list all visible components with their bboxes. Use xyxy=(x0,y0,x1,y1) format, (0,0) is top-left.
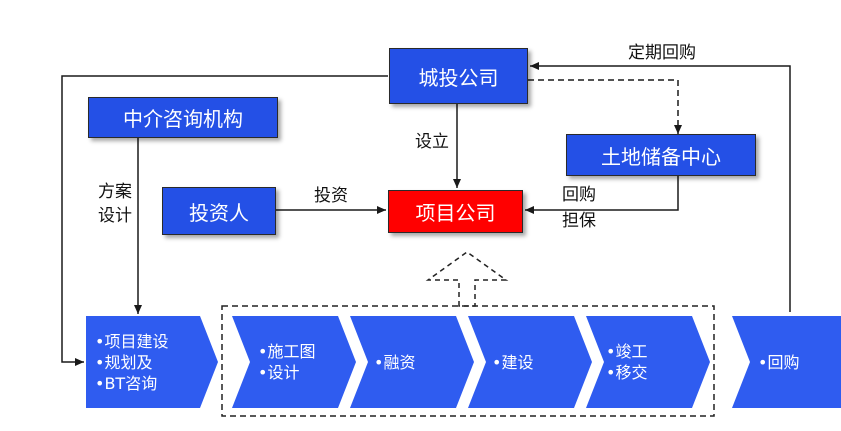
stage-3-text: •融资 xyxy=(374,316,415,408)
stage-2-text: •施工图 •设计 xyxy=(258,316,315,408)
stage-5-text: •竣工 •移交 xyxy=(606,316,647,408)
stage-6-line-1: •回购 xyxy=(758,352,800,372)
stage-6-text: •回购 xyxy=(758,316,799,408)
stage-5-line-1: •竣工 xyxy=(606,342,648,361)
hollow-up-arrow xyxy=(425,251,509,307)
node-land-reserve: 土地储备中心 xyxy=(566,134,756,176)
label-design: 设计 xyxy=(98,206,132,226)
stage-2-line-1: •施工图 xyxy=(258,342,316,361)
label-invest: 投资 xyxy=(314,186,348,206)
node-investor: 投资人 xyxy=(162,187,276,235)
label-scheme: 方案 xyxy=(98,182,132,202)
arrow-buyback-guarantee xyxy=(525,176,679,214)
stage-4-line-1: •建设 xyxy=(492,352,534,372)
stage-4-text: •建设 xyxy=(492,316,533,408)
stage-chevron-6 xyxy=(732,316,841,408)
stage-1-line-2: •规划及 xyxy=(95,352,153,372)
stage-1-line-3: •BT咨询 xyxy=(95,373,158,393)
stage-2-line-2: •设计 xyxy=(258,363,300,382)
arrow-land-reserve-dashed xyxy=(528,79,682,134)
stage-chevron-4 xyxy=(468,316,592,408)
stage-1-text: •项目建设 •规划及 •BT咨询 xyxy=(95,316,168,408)
stage-chevron-2 xyxy=(232,316,356,408)
stage-chevron-5 xyxy=(586,316,710,408)
stage-1-line-1: •项目建设 xyxy=(95,331,169,351)
label-buyback: 回购 xyxy=(562,185,596,205)
label-guarantee: 担保 xyxy=(562,211,596,231)
node-chengtou-company: 城投公司 xyxy=(389,48,528,104)
stage-5-line-2: •移交 xyxy=(606,363,648,382)
stage-3-line-1: •融资 xyxy=(374,352,416,372)
stage-chevron-1 xyxy=(86,316,218,408)
stage-chevron-3 xyxy=(350,316,474,408)
label-establish: 设立 xyxy=(415,132,449,152)
label-periodic-buyback: 定期回购 xyxy=(628,43,696,63)
arrow-periodic-buyback xyxy=(530,62,791,312)
node-project-company: 项目公司 xyxy=(388,190,523,233)
node-intermediary: 中介咨询机构 xyxy=(88,97,278,138)
arrow-chengtou-to-stage1 xyxy=(61,75,388,366)
